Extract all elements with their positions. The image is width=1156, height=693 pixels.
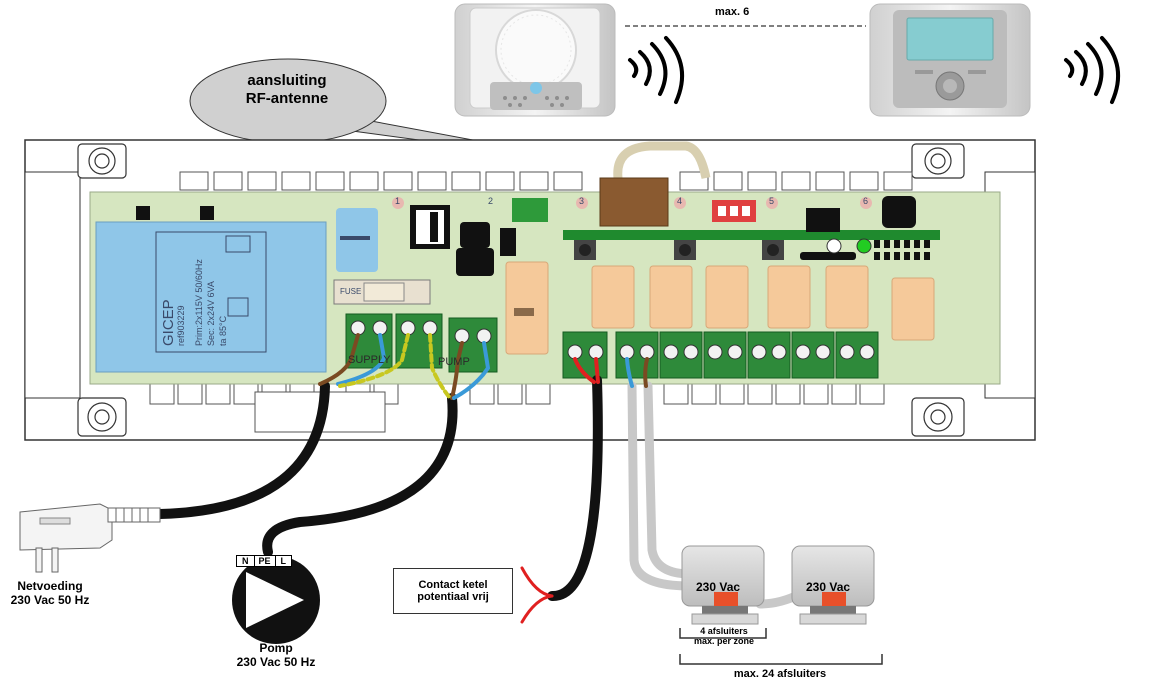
zone-number-5: 5 xyxy=(769,196,775,206)
valves-total-label: max. 24 afsluiters xyxy=(733,668,827,680)
terminal-n: N xyxy=(237,556,255,566)
antenna-callout-label: aansluiting RF-antenne xyxy=(192,72,382,108)
relay-marking xyxy=(514,308,534,316)
pump-title: Pomp xyxy=(259,641,293,655)
callout-line-1: aansluiting xyxy=(247,72,327,89)
terminal-blocks xyxy=(345,313,879,379)
fuse xyxy=(333,279,431,305)
power-plug xyxy=(19,503,161,573)
terminal-pe: PE xyxy=(254,556,276,566)
valves-per-zone-line-1: 4 afsluiters xyxy=(700,626,748,636)
boiler-contact-box: Contact ketel potentiaal vrij xyxy=(393,568,513,614)
pump-terminal-strip: N PE L xyxy=(236,555,293,567)
pump-spec: 230 Vac 50 Hz xyxy=(236,654,316,669)
transformer-ref: ref903229 xyxy=(176,305,186,346)
actuator xyxy=(791,545,875,625)
pump-terminal-label: PUMP xyxy=(438,356,470,368)
valves-per-zone-label: 4 afsluiters max. per zone xyxy=(684,626,764,647)
zone-number-6: 6 xyxy=(863,196,869,206)
zone-number-4: 4 xyxy=(677,196,683,206)
callout-line-2: RF-antenne xyxy=(245,90,329,107)
transformer xyxy=(95,221,327,373)
valves-per-zone-line-2: max. per zone xyxy=(693,636,755,647)
pump-label: Pomp 230 Vac 50 Hz xyxy=(216,641,336,670)
actuator-1-voltage: 230 Vac xyxy=(696,580,741,594)
analog-thermostat xyxy=(454,3,616,117)
power-supply-spec: 230 Vac 50 Hz xyxy=(10,592,90,607)
boiler-contact-line-1: Contact ketel xyxy=(418,579,488,591)
supply-label: SUPPLY xyxy=(348,354,391,366)
boiler-contact-line-2: potentiaal vrij xyxy=(417,591,489,603)
pcb-components xyxy=(136,196,940,276)
rf-signal-icon xyxy=(628,36,684,104)
fuse-label: FUSE xyxy=(340,287,362,296)
pump-icon xyxy=(232,556,320,644)
thermostat-max-label: max. 6 xyxy=(715,6,750,18)
zone-number-1: 1 xyxy=(395,196,401,206)
digital-thermostat xyxy=(869,3,1031,117)
zone-number-2: 2 xyxy=(488,196,494,206)
total-bracket xyxy=(679,654,883,665)
actuator xyxy=(681,545,765,625)
power-supply-title: Netvoeding xyxy=(17,579,83,593)
terminal-l: L xyxy=(275,556,292,566)
transformer-ta: ta 85°C xyxy=(218,315,228,346)
rf-antenna xyxy=(599,141,711,227)
transformer-secondary: Sec: 2x24V 6VA xyxy=(206,281,216,346)
zone-number-3: 3 xyxy=(579,196,585,206)
zone-bracket xyxy=(679,628,767,639)
rf-signal-icon xyxy=(1064,36,1120,104)
actuator-2-voltage: 230 Vac xyxy=(806,580,851,594)
transformer-brand: GICEP xyxy=(160,299,177,346)
relays xyxy=(505,261,935,355)
power-supply-label: Netvoeding 230 Vac 50 Hz xyxy=(0,579,100,608)
transformer-primary: Prim:2x115V 50/60Hz xyxy=(194,259,204,346)
